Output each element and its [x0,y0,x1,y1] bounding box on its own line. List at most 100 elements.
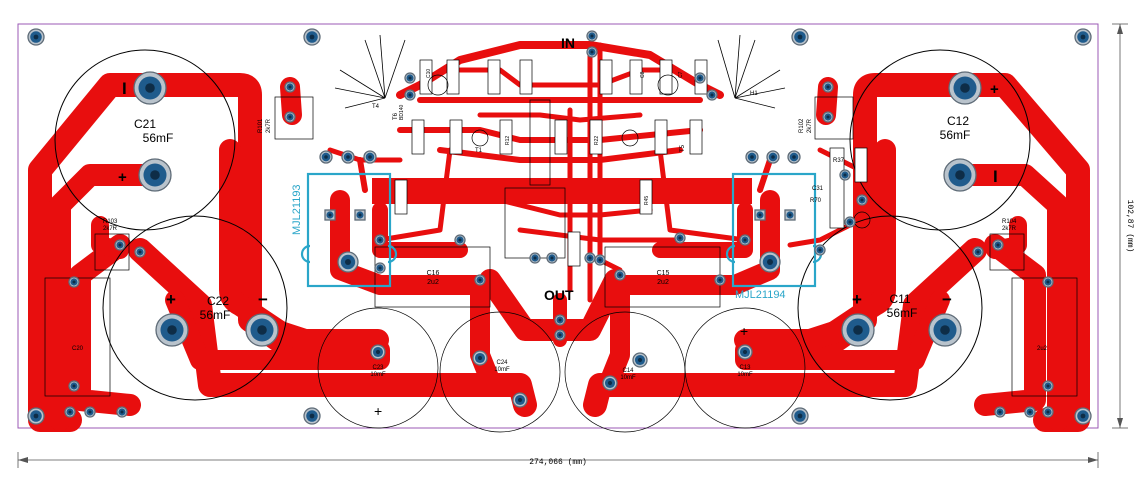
dimension-height: 102,87 (mm) [1112,23,1134,429]
text-layer: C21 56mF C22 56mF C12 56mF C11 56mF I + … [72,35,1048,419]
block-r102 [814,96,854,140]
c21-ref: C21 [134,117,156,131]
component-pad [1042,276,1054,288]
component-pad [584,252,596,264]
c13-value: 10mF [737,372,753,378]
component-pad [134,246,146,258]
cap-terminal-pad [133,71,167,105]
r104-ref: R104 [1002,219,1017,225]
cap-terminal-pad [948,71,982,105]
cap-outline-c24 [439,311,561,433]
cap-terminal-pad [943,158,977,192]
cap-terminal-pad [138,158,172,192]
component-pad [1042,380,1054,392]
label-bd: BD140 [399,104,405,120]
label-t1: T1 [475,148,483,154]
r103-value: 2k7R [103,226,118,232]
cap-outline-c13 [684,307,806,429]
c22-plus-mark: + [166,290,176,309]
output-cap-pad [737,344,753,360]
component-pad [844,216,856,228]
component-pad [994,406,1006,418]
output-cap-pad [632,352,648,368]
c15-value: 2u2 [657,279,669,286]
r102-ref: R102 [799,118,805,133]
c24-value: 10mF [494,367,510,373]
component-pad [64,406,76,418]
output-label: OUT [544,287,574,303]
mounting-hole [1074,407,1092,425]
label-c8: C8 [640,71,646,78]
c11-minus-mark: − [942,290,952,309]
component-pad [1042,406,1054,418]
component-pad-square [754,209,766,221]
mounting-hole [1074,28,1092,46]
label-c7: C7 [678,71,684,78]
component-pad [546,252,558,264]
dimension-width: 274,066 (mm) [17,452,1099,468]
c23-plus-mark: + [374,403,382,419]
c16-value: 2u2 [427,279,439,286]
component-pad [706,89,718,101]
component-pad [404,72,416,84]
component-pad [822,81,834,93]
transistor-mount-hole [337,251,359,273]
component-pad-square [324,209,336,221]
component-pad [84,406,96,418]
cap-outline-c22 [102,215,288,401]
label-c10: C10 [426,69,432,78]
mounting-hole [791,407,809,425]
component-pad [114,239,126,251]
mounting-hole [791,28,809,46]
c22-minus-mark: − [258,290,268,309]
height-dimension-label: 102,87 (mm) [1125,200,1134,253]
component-pad [614,269,626,281]
c12-minus-mark: I [993,167,998,186]
transistor-left [300,172,398,288]
cap-terminal-pad [841,313,875,347]
transistor-pin-pad [766,150,780,164]
label-c20: C20 [72,346,84,352]
r101-ref: R101 [258,118,264,133]
component-pad [856,194,868,206]
block-r104 [989,233,1025,271]
c12-ref: C12 [947,114,969,128]
component-pad [284,111,296,123]
output-cap-pad [512,392,528,408]
component-pad-square [784,209,796,221]
heatsink-left [334,34,406,109]
c23-ref: C23 [372,365,384,371]
component-pad [839,169,851,181]
c24-ref: C24 [496,360,508,366]
c16-ref: C16 [427,270,440,277]
output-cap-pad [472,350,488,366]
input-label: IN [561,35,575,51]
component-pad [674,232,686,244]
component-pad [374,234,386,246]
component-pad [454,234,466,246]
c11-ref: C11 [889,292,910,306]
r102-value: 2k7R [807,118,813,133]
transistor-left-label: MJL21193 [291,184,303,235]
component-pad [586,30,598,42]
c12-value: 56mF [940,128,971,142]
output-cap-pad [602,375,618,391]
component-pad [554,314,566,326]
c13-ref: C13 [739,365,751,371]
r104-value: 2k7R [1002,226,1017,232]
label-c31: C31 [812,186,824,192]
label-2u2: 2u2 [1037,346,1048,352]
label-r12: R12 [505,136,511,145]
c12-plus-mark: + [990,81,999,98]
mounting-hole [27,28,45,46]
component-pad [822,111,834,123]
cap-terminal-pad [155,313,189,347]
c21-value: 56mF [143,131,174,145]
transistor-pin-pad [341,150,355,164]
component-pad [1024,406,1036,418]
component-pad [68,380,80,392]
c23-value: 10mF [370,372,386,378]
block-r103 [94,233,130,271]
cap-outline-c12 [849,49,1031,231]
